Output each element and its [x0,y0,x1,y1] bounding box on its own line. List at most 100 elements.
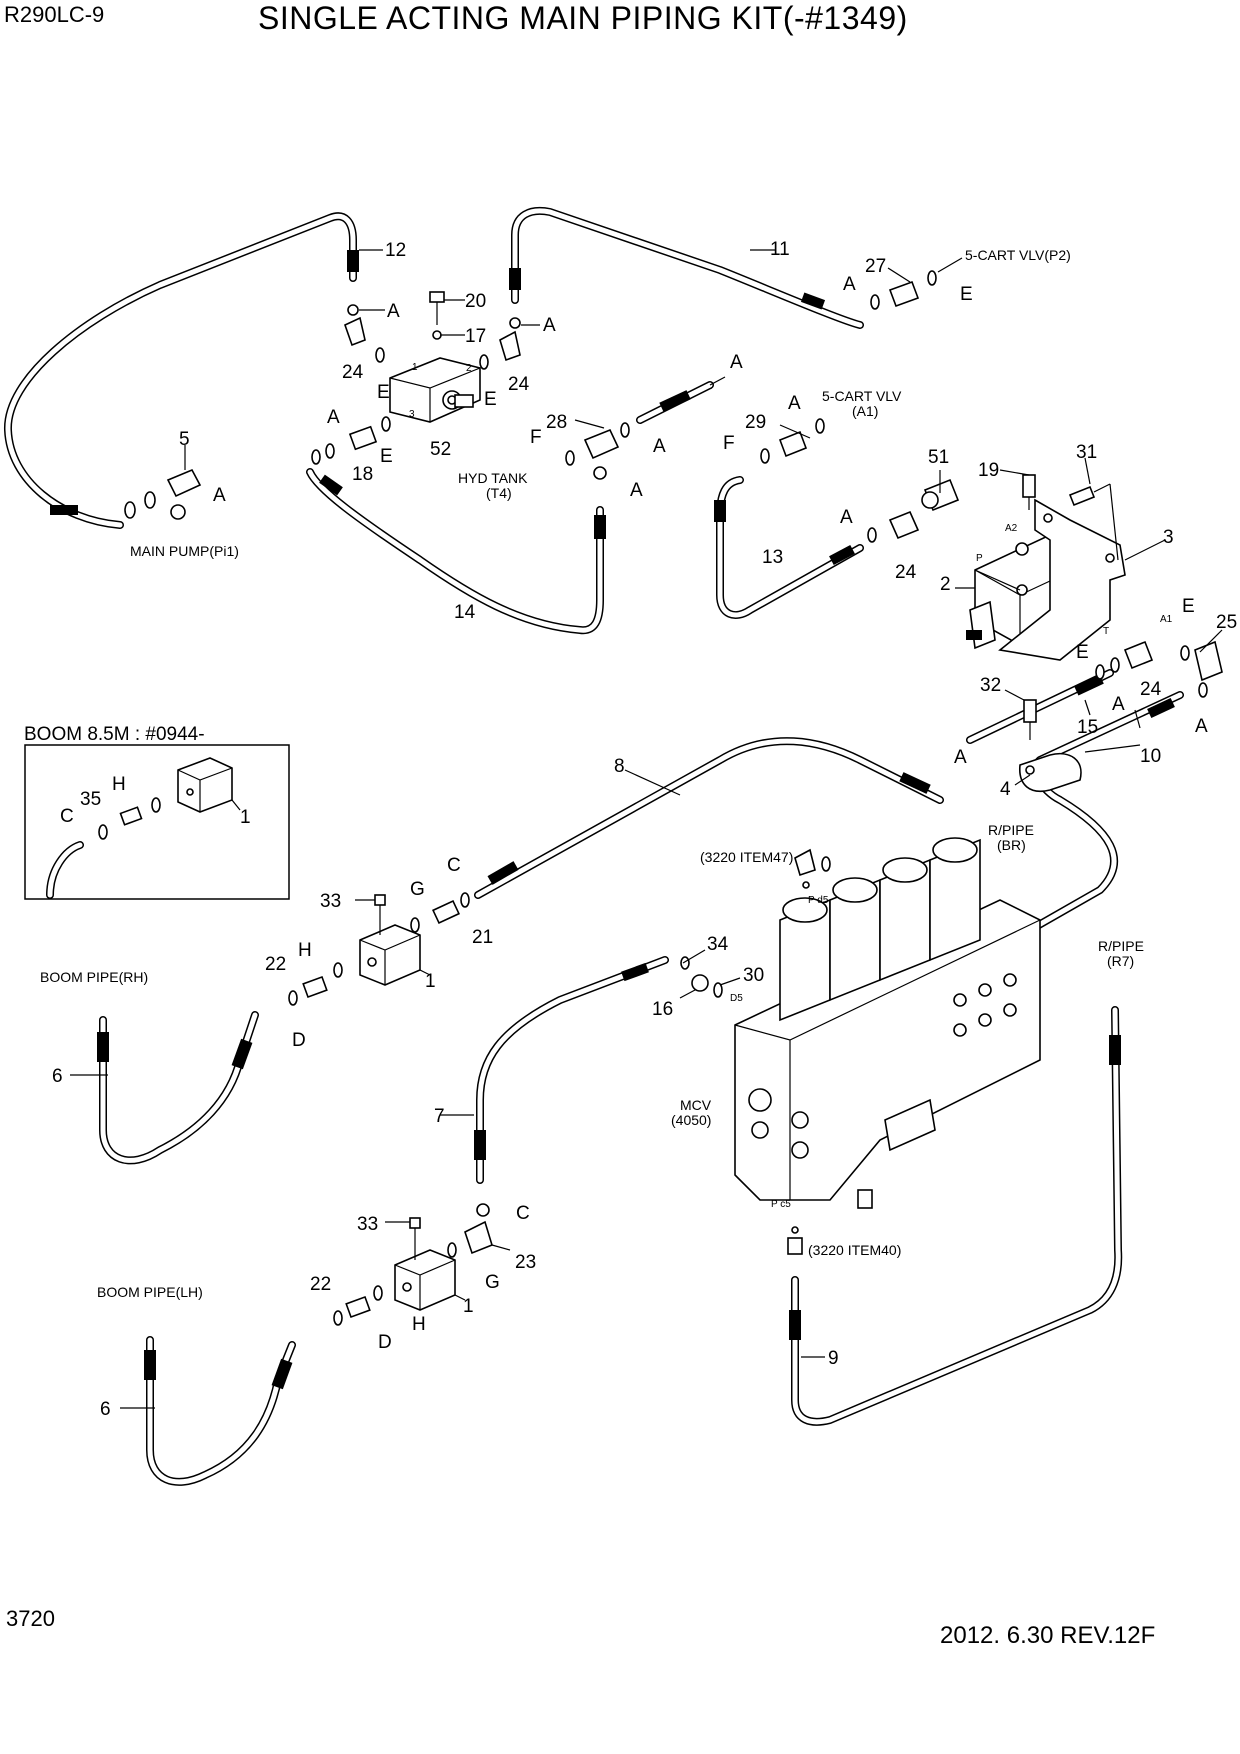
elbow-fitting-24d [1095,640,1154,680]
revision-date: 2012. 6.30 REV.12F [940,1622,1156,1649]
callout-11: 11 [770,239,790,260]
port-1: 1 [412,362,418,373]
tee-fitting-27 [870,270,937,310]
fitting-18 [311,416,391,465]
port-Pd5: P d5 [808,895,829,906]
letter-H: H [112,774,126,795]
letter-E: E [1076,642,1089,663]
note-cart-p2: 5-CART VLV(P2) [965,247,1071,263]
hose-6-rh [97,1011,259,1165]
tee-fitting-5 [124,468,202,520]
letter-E: E [484,389,497,410]
callout-2: 2 [940,574,951,595]
note-r-pipe-br-port: (BR) [997,837,1026,853]
callout-4: 4 [1000,779,1011,800]
note-mcv-code: (4050) [671,1112,711,1128]
hose-13 [714,476,864,619]
port-markings: 1 2 3 A2 P T A1 P d5 D5 P c5 [409,362,1173,1210]
hose-7 [474,956,669,1184]
bolt-32 [1023,699,1037,740]
main-control-valve [734,837,1041,1209]
callout-28: 28 [546,412,567,433]
letter-A: A [653,436,666,457]
connection-notes: MAIN PUMP(Pi1) HYD TANK (T4) 5-CART VLV(… [24,247,1144,1300]
callout-8: 8 [614,756,625,777]
elbow-fitting-24a [344,304,385,363]
port-P: P [976,553,983,564]
callout-27: 27 [865,256,886,277]
letter-G: G [485,1272,500,1293]
port-A1: A1 [1160,614,1173,625]
port-T: T [1103,626,1109,637]
inset-boom-8-5m [24,744,290,900]
callout-29: 29 [745,412,766,433]
note-r-pipe-br: R/PIPE [988,822,1034,838]
callout-19: 19 [978,460,999,481]
note-hyd-tank-port: (T4) [486,485,512,501]
callout-7: 7 [434,1106,445,1127]
bolt-19 [1022,474,1036,510]
letter-A: A [327,407,340,428]
callout-25: 25 [1216,612,1237,633]
note-item47: (3220 ITEM47) [700,849,793,865]
callout-34: 34 [707,934,729,955]
callout-15: 15 [1077,717,1098,738]
letter-H: H [298,940,312,961]
bolt-31 [1068,483,1111,507]
callout-22: 22 [310,1274,331,1295]
note-r-pipe-r7-port: (R7) [1107,953,1134,969]
note-hyd-tank: HYD TANK [458,470,528,486]
callout-23: 23 [515,1252,536,1273]
hose-15 [966,669,1114,744]
fittings-16-30-34 [680,956,723,998]
elbow-fitting-24c [867,510,920,543]
letter-A: A [213,485,226,506]
letter-D: D [378,1332,392,1353]
elbow-fitting-24b [479,317,521,370]
callout-6: 6 [100,1399,111,1420]
callout-24: 24 [342,362,364,383]
model-number: R290LC-9 [4,2,105,27]
callout-1: 1 [240,807,251,828]
sensor-51 [921,478,960,512]
letter-F: F [530,427,542,448]
callout-17: 17 [465,326,486,347]
callout-5: 5 [179,429,190,450]
callout-1: 1 [425,971,436,992]
elbow-fitting-23 [464,1203,493,1255]
letter-H: H [412,1314,426,1335]
callout-35: 35 [80,789,101,810]
callout-52: 52 [430,439,451,460]
fitting-21 [432,892,470,925]
callout-24: 24 [1140,679,1162,700]
callout-33: 33 [320,891,341,912]
letter-A: A [954,747,967,768]
port-A2: A2 [1005,523,1018,534]
callout-6: 6 [52,1066,63,1087]
callout-31: 31 [1076,442,1097,463]
callout-22: 22 [265,954,286,975]
tee-fitting-29 [760,418,825,464]
callout-10: 10 [1140,746,1161,767]
hose-9 [789,1006,1123,1426]
callout-24: 24 [508,374,530,395]
hose-feed-to-A [636,376,726,424]
letter-E: E [960,284,973,305]
callout-14: 14 [454,602,476,623]
port-D5: D5 [730,993,743,1004]
elbow-fitting-item47 [794,848,831,889]
letter-A: A [387,301,400,322]
letter-A: A [788,393,801,414]
letter-A: A [840,507,853,528]
callout-16: 16 [652,999,673,1020]
note-boom-rh: BOOM PIPE(RH) [40,969,148,985]
letter-E: E [380,446,393,467]
callout-33: 33 [357,1214,378,1235]
note-main-pump: MAIN PUMP(Pi1) [130,543,239,559]
hose-14 [306,468,606,635]
callout-13: 13 [762,547,783,568]
letter-D: D [292,1030,306,1051]
callout-24: 24 [895,562,917,583]
port-3: 3 [409,409,415,420]
hose-12 [3,212,359,529]
